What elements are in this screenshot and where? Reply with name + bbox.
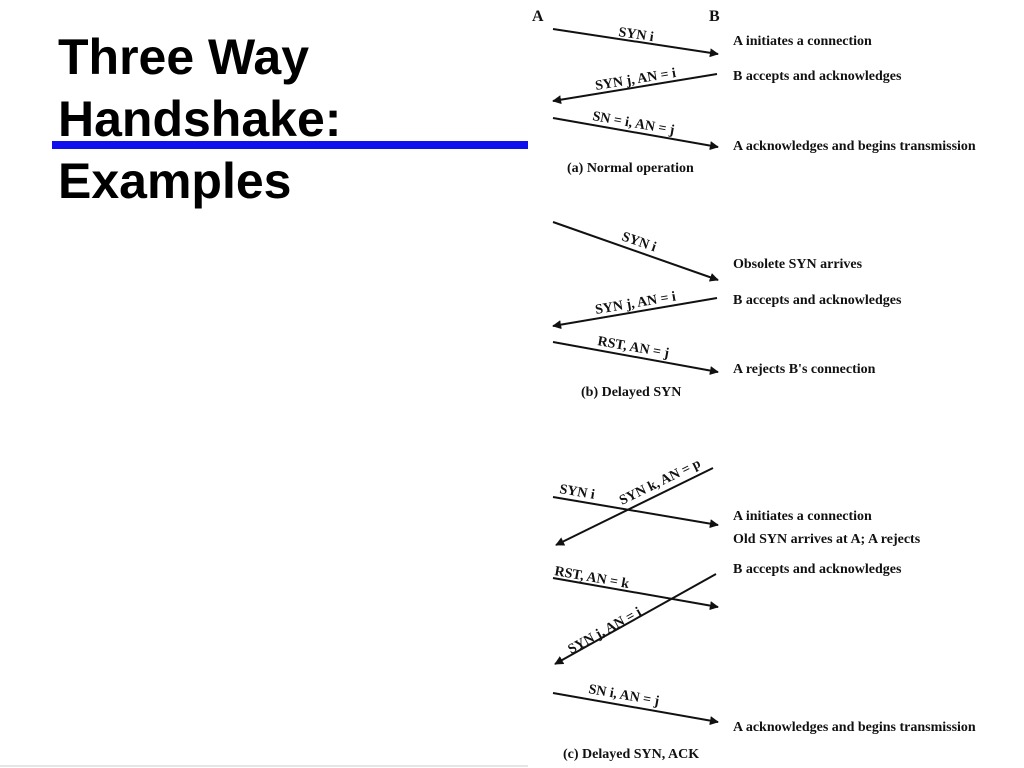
- arrow-c-ack: [552, 692, 719, 726]
- arrow-b-rst: [552, 341, 719, 375]
- endpoint-a-label: A: [532, 8, 544, 25]
- arrow-c-syn: [552, 496, 719, 529]
- panel-caption: (c) Delayed SYN, ACK: [563, 747, 699, 762]
- msg-label: SYN j, AN = i: [594, 66, 677, 94]
- arrow-a-syn-ack: [552, 73, 718, 105]
- panel-delayed-syn-ack: SYN i SYN k, AN = p RST, AN = k SYN j, A…: [552, 456, 976, 762]
- msg-label: RST, AN = k: [553, 564, 630, 592]
- title-underline: [52, 141, 528, 149]
- note: Obsolete SYN arrives: [733, 257, 863, 272]
- arrow-c-syn-ack: [554, 573, 717, 665]
- title-line-3: Examples: [58, 153, 292, 209]
- panel-delayed-syn: SYN i SYN j, AN = i RST, AN = j Obsolete…: [552, 221, 902, 400]
- panel-normal-operation: SYN i SYN j, AN = i SN = i, AN = j A ini…: [552, 25, 976, 176]
- note: A rejects B's connection: [733, 362, 876, 377]
- note: B accepts and acknowledges: [733, 69, 902, 84]
- msg-label: SYN i: [617, 25, 654, 45]
- msg-label: SYN k, AN = p: [617, 456, 703, 508]
- arrow-a-syn: [552, 28, 719, 58]
- arrow-c-old-syn-ack: [555, 467, 714, 546]
- note: B accepts and acknowledges: [733, 293, 902, 308]
- note: A initiates a connection: [733, 34, 872, 49]
- endpoint-b-label: B: [709, 8, 720, 25]
- msg-label: SYN j, AN = i: [566, 605, 645, 658]
- title-line-2: Handshake:: [58, 91, 342, 147]
- arrow-b-obsolete-syn: [552, 221, 719, 282]
- msg-label: SYN j, AN = i: [594, 290, 677, 318]
- note: A acknowledges and begins transmission: [733, 720, 976, 735]
- panel-caption: (b) Delayed SYN: [581, 385, 681, 400]
- note: A acknowledges and begins transmission: [733, 139, 976, 154]
- slide-title: Three Way Handshake: Examples: [58, 26, 341, 212]
- panel-caption: (a) Normal operation: [567, 161, 694, 176]
- title-line-1: Three Way: [58, 29, 310, 85]
- note: Old SYN arrives at A; A rejects: [733, 532, 921, 547]
- arrow-b-syn-ack: [552, 297, 718, 330]
- arrow-c-rst: [552, 577, 719, 611]
- note: B accepts and acknowledges: [733, 562, 902, 577]
- msg-label: SYN i: [558, 482, 596, 503]
- arrow-a-ack: [552, 117, 719, 151]
- note: A initiates a connection: [733, 509, 872, 524]
- footer-divider: [0, 765, 528, 767]
- msg-label: SN = i, AN = j: [591, 109, 675, 138]
